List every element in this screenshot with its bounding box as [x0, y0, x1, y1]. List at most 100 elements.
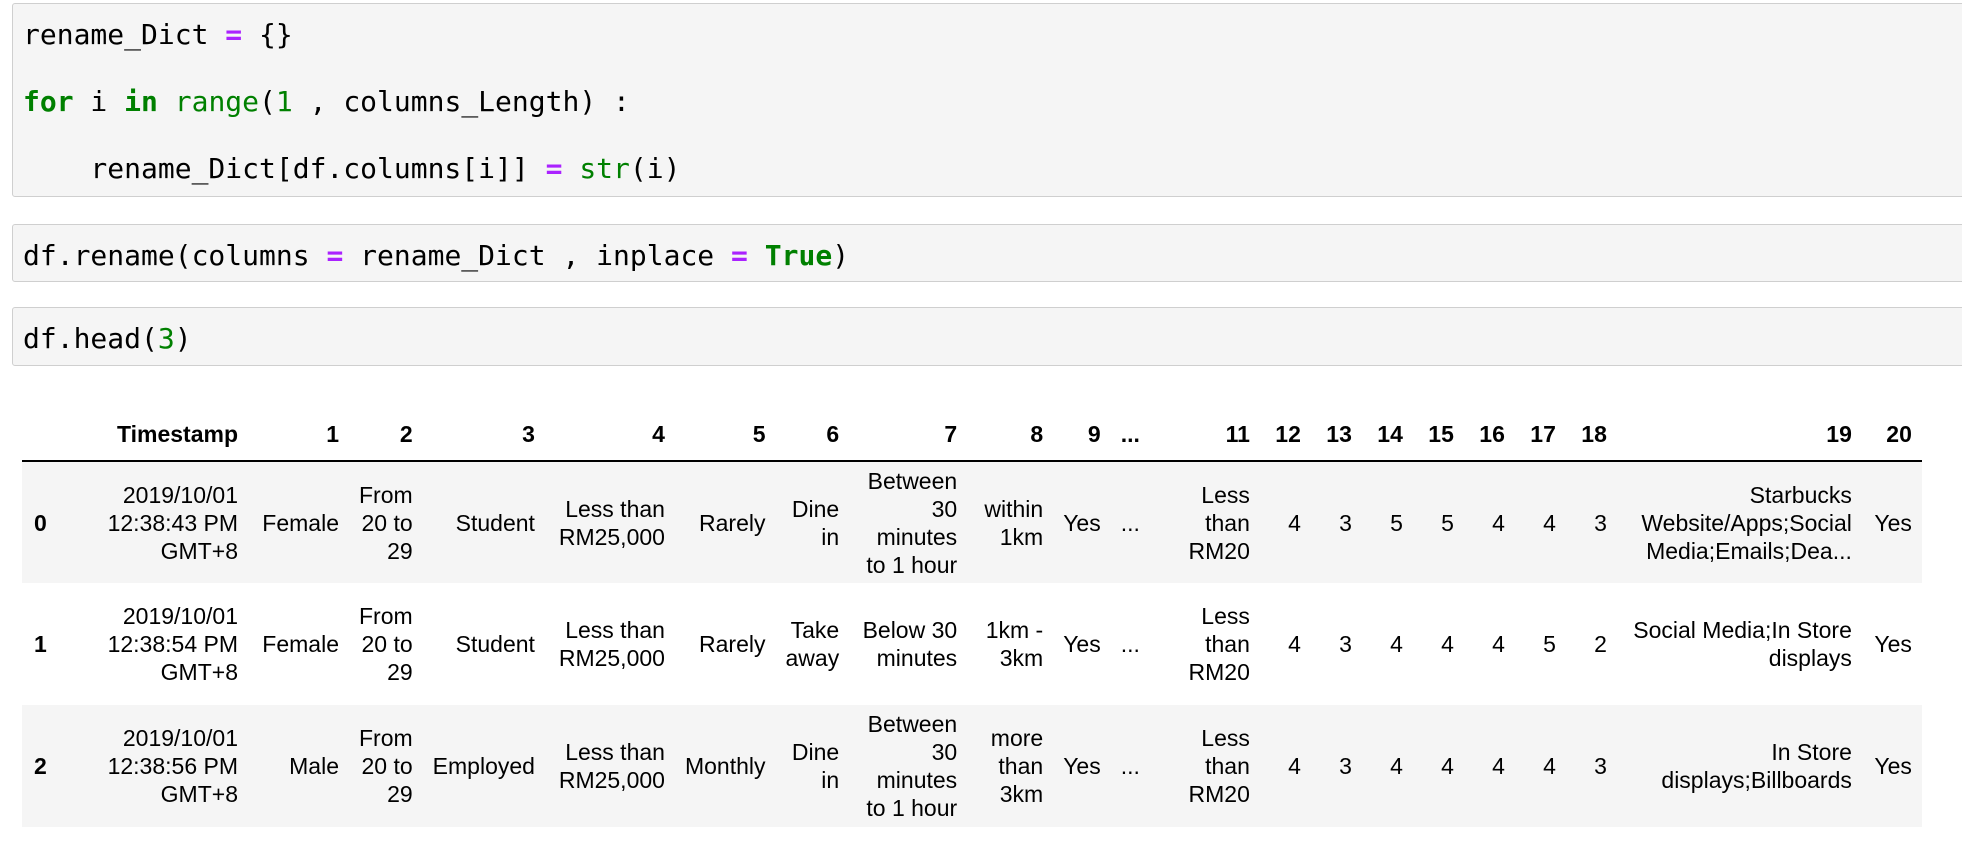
code-token: =	[225, 18, 243, 51]
column-header: 9	[1053, 408, 1111, 462]
code-line: rename_Dict = {}	[23, 18, 293, 51]
code-token: i	[73, 85, 125, 118]
table-cell: 4	[1543, 509, 1556, 536]
code-token: in	[124, 85, 158, 118]
table-cell: Starbucks Website/Apps;Social Media;Emai…	[1641, 481, 1852, 564]
table-cell: 4	[1492, 753, 1505, 779]
code-line: for i in range(1 , columns_Length) :	[23, 85, 630, 118]
column-header: 14	[1361, 408, 1413, 462]
table-cell: 3	[1594, 753, 1607, 779]
code-token: (i)	[629, 152, 681, 185]
table-cell: Yes	[1874, 753, 1912, 779]
table-cell: Yes	[1874, 631, 1912, 657]
code-cell-rename-dict[interactable]: rename_Dict = {} for i in range(1 , colum…	[12, 3, 1962, 197]
table-cell: Between 30 minutes to 1 hour	[866, 467, 958, 578]
row-index: 0	[34, 509, 47, 536]
table-cell: Take away	[785, 617, 840, 671]
table-cell: 4	[1288, 631, 1301, 657]
table-cell: 4	[1441, 631, 1454, 657]
table-cell: Less than RM20	[1188, 603, 1250, 685]
table-cell: Less than RM25,000	[558, 739, 665, 793]
table-cell: Less than RM25,000	[558, 495, 665, 550]
table-cell: 5	[1441, 509, 1454, 536]
column-header: 1	[248, 408, 349, 462]
table-cell: 5	[1390, 509, 1403, 536]
code-token: =	[545, 152, 563, 185]
table-cell: Student	[455, 509, 535, 536]
table-cell: From 20 to 29	[359, 603, 413, 685]
table-cell: Dine in	[791, 495, 840, 550]
table-cell: 4	[1543, 753, 1556, 779]
table-cell: 3	[1339, 509, 1352, 536]
table-cell: 2019/10/01 12:38:54 PM GMT+8	[107, 603, 238, 685]
table-cell: Below 30 minutes	[862, 617, 958, 671]
table-cell: Rarely	[699, 631, 766, 657]
table-cell: Between 30 minutes to 1 hour	[866, 711, 958, 821]
table-cell: 2019/10/01 12:38:43 PM GMT+8	[107, 481, 238, 564]
table-cell: 4	[1288, 509, 1301, 536]
code-token: rename_Dict , inplace	[343, 239, 732, 272]
code-token: for	[23, 85, 74, 118]
column-header: 18	[1565, 408, 1617, 462]
column-header: 19	[1616, 408, 1862, 462]
column-header: 20	[1861, 408, 1922, 462]
table-cell: 2019/10/01 12:38:56 PM GMT+8	[107, 725, 238, 807]
code-line: df.head(3)	[23, 322, 192, 355]
table-cell: more than 3km	[990, 725, 1044, 807]
column-header: 7	[849, 408, 968, 462]
code-line: df.rename(columns = rename_Dict , inplac…	[23, 239, 849, 272]
table-cell: 1km - 3km	[985, 617, 1044, 671]
code-token: )	[832, 239, 850, 272]
code-token: {}	[242, 18, 293, 51]
table-cell: 3	[1339, 631, 1352, 657]
code-token	[158, 85, 175, 118]
table-cell: Yes	[1063, 631, 1101, 657]
table-cell: 4	[1390, 753, 1403, 779]
code-token: rename_Dict[df.columns[i]]	[23, 152, 546, 185]
table-row: 0 2019/10/01 12:38:43 PM GMT+8 Female From …	[22, 461, 1922, 583]
code-cell-head[interactable]: df.head(3)	[12, 307, 1962, 366]
column-header: 16	[1463, 408, 1515, 462]
table-cell: Monthly	[684, 753, 766, 779]
table-cell: Dine in	[791, 739, 840, 793]
table-cell: 3	[1594, 509, 1607, 536]
table-cell: Rarely	[699, 509, 766, 536]
column-header: 2	[349, 408, 423, 462]
table-cell: Female	[262, 509, 339, 536]
table-cell: 4	[1441, 753, 1454, 779]
column-header: 11	[1149, 408, 1260, 462]
code-token: =	[326, 239, 344, 272]
table-cell: Less than RM25,000	[558, 617, 665, 671]
code-token: )	[174, 322, 192, 355]
table-cell: Yes	[1063, 509, 1101, 536]
code-token: df.rename(columns	[23, 239, 327, 272]
table-cell: Employed	[432, 753, 535, 779]
code-token: range	[174, 85, 260, 118]
table-cell: ...	[1120, 753, 1140, 779]
table-cell: From 20 to 29	[359, 481, 413, 564]
table-cell: within 1km	[984, 495, 1044, 550]
table-cell: Yes	[1063, 753, 1101, 779]
code-token: df.head(	[23, 322, 158, 355]
table-cell: In Store displays;Billboards	[1661, 739, 1852, 793]
column-header: 6	[775, 408, 850, 462]
code-token	[748, 239, 765, 272]
table-cell: 2	[1594, 631, 1607, 657]
table-cell: 3	[1339, 753, 1352, 779]
code-token: rename_Dict	[23, 18, 226, 51]
table-cell: Student	[455, 631, 535, 657]
row-index: 1	[34, 631, 47, 657]
code-token: =	[731, 239, 748, 272]
code-token	[562, 152, 579, 185]
code-token: 3	[157, 322, 175, 355]
code-token: True	[764, 239, 833, 272]
code-cell-rename[interactable]: df.rename(columns = rename_Dict , inplac…	[12, 224, 1962, 282]
column-header: 17	[1514, 408, 1566, 462]
table-cell: ...	[1120, 631, 1140, 657]
table-cell: 4	[1288, 753, 1301, 779]
column-header: 13	[1310, 408, 1362, 462]
